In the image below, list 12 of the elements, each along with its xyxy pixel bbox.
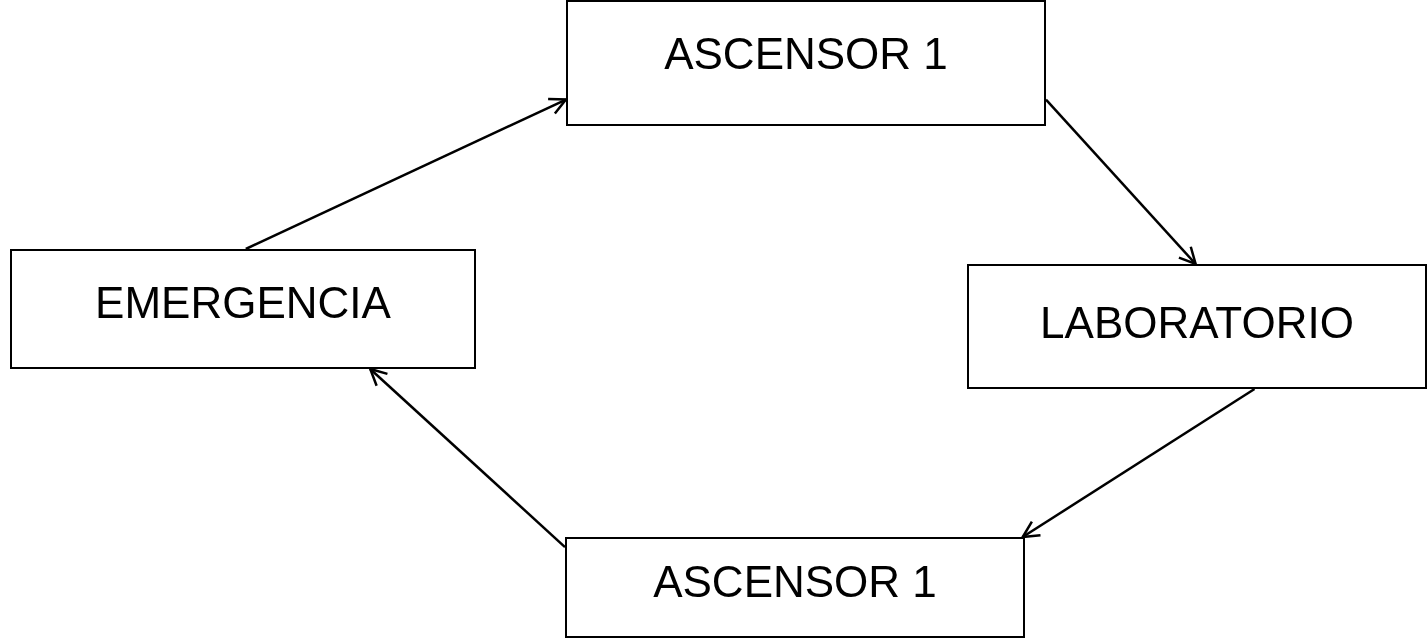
process-box xyxy=(10,249,476,369)
arrow xyxy=(245,97,568,251)
box-label: ASCENSOR 1 xyxy=(653,558,937,607)
box-label: ASCENSOR 1 xyxy=(664,29,948,79)
box-label: EMERGENCIA xyxy=(95,278,391,328)
process-box xyxy=(566,0,1046,126)
arrow xyxy=(1045,98,1197,266)
process-box xyxy=(967,264,1427,389)
process-box xyxy=(565,537,1025,638)
arrow xyxy=(1021,387,1256,539)
arrow xyxy=(368,367,566,549)
box-label: LABORATORIO xyxy=(1040,299,1354,348)
